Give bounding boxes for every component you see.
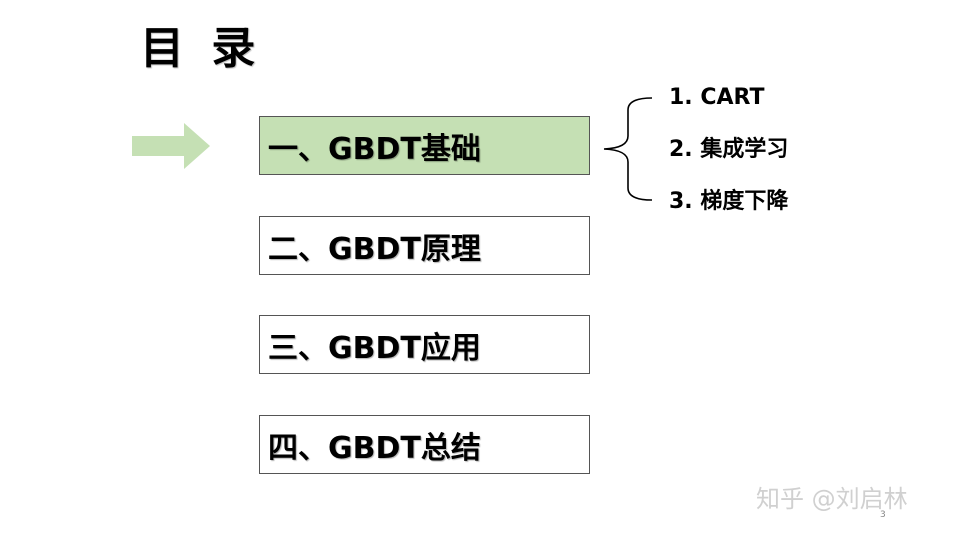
subtopic-gradient-descent: 3. 梯度下降: [669, 189, 789, 214]
toc-item-basics[interactable]: 一、GBDT基础: [259, 116, 590, 175]
toc-item-summary[interactable]: 四、GBDT总结: [259, 415, 590, 474]
curly-brace-icon: [603, 97, 653, 201]
toc-item-applications[interactable]: 三、GBDT应用: [259, 315, 590, 374]
toc-item-label: 二、GBDT原理: [268, 231, 481, 267]
toc-item-label: 一、GBDT基础: [268, 131, 481, 167]
toc-item-label: 四、GBDT总结: [268, 430, 481, 466]
watermark: 知乎 @刘启林: [756, 485, 908, 513]
toc-item-label: 三、GBDT应用: [268, 330, 481, 366]
toc-item-principles[interactable]: 二、GBDT原理: [259, 216, 590, 275]
right-arrow-icon: [132, 123, 210, 169]
slide-title: 目 录: [140, 23, 262, 74]
subtopic-cart: 1. CART: [669, 85, 765, 110]
page-number: 3: [880, 510, 886, 520]
subtopic-ensemble-learning: 2. 集成学习: [669, 137, 789, 162]
